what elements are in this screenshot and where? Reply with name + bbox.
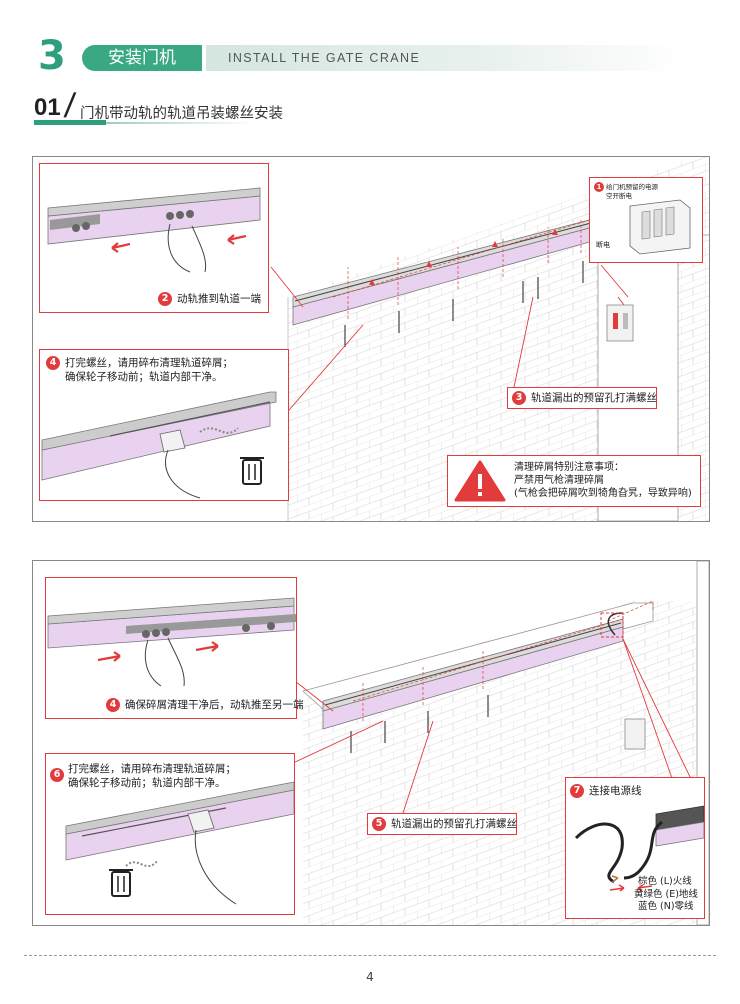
section-title-cn: 安装门机 — [82, 45, 202, 71]
step-underline-fade — [106, 122, 256, 124]
step-badge: 3 — [512, 391, 526, 405]
step-underline — [34, 120, 106, 125]
power-off-switch-label: 断电 — [596, 241, 610, 249]
warning-line2: (气枪会把碎屑吹到犄角旮旯，导致异响) — [514, 488, 692, 499]
wire-neutral-label: 蓝色 (N)零线 — [638, 901, 694, 912]
step-badge: 7 — [570, 784, 584, 798]
step-badge: 6 — [50, 768, 64, 782]
step-badge: 5 — [372, 817, 386, 831]
rail-closeup-illustration — [47, 187, 261, 273]
callout-clean-rail-bottom: 6 打完螺丝，请用碎布清理轨道碎屑； 确保轮子移动前；轨道内部干净。 — [45, 753, 295, 915]
step-title: 门机带动轨的轨道吊装螺丝安装 — [80, 106, 283, 122]
wire-live-label: 棕色 (L)火线 — [638, 876, 692, 887]
footer-divider — [24, 955, 716, 956]
warning-title: 清理碎屑特别注意事项： — [514, 462, 624, 473]
callout-clean-label: 6 — [50, 762, 69, 782]
step-number: 01 — [34, 94, 61, 121]
step-badge: 4 — [46, 356, 60, 370]
wire-connection-illustration — [574, 805, 704, 892]
section-number: 3 — [38, 33, 66, 79]
section-title-band — [206, 45, 686, 71]
section-title-en: INSTALL THE GATE CRANE — [228, 51, 421, 65]
warning-icon — [454, 460, 506, 502]
rail-closeup-illustration — [47, 597, 296, 687]
cleaning-illustration — [65, 781, 294, 905]
callout-clean-line1: 打完螺丝，请用碎布清理轨道碎屑； — [68, 763, 236, 775]
callout-clean-line2: 确保轮子移动前；轨道内部干净。 — [68, 777, 226, 789]
warning-line1: 严禁用气枪清理碎屑 — [514, 475, 604, 486]
power-off-line2: 空开断电 — [606, 192, 632, 200]
warning-notice: 清理碎屑特别注意事项： 严禁用气枪清理碎屑 (气枪会把碎屑吹到犄角旮旯，导致异响… — [447, 455, 701, 507]
step-badge: 4 — [106, 698, 120, 712]
step-badge: 1 — [594, 182, 604, 192]
wire-earth-label: 黄绿色 (E)地线 — [634, 888, 698, 900]
breaker-illustration — [629, 199, 691, 255]
step-badge: 2 — [158, 292, 172, 306]
trash-icon — [109, 869, 133, 897]
page-number: 4 — [366, 970, 374, 984]
callout-clean-line2: 确保轮子移动前；轨道内部干净。 — [65, 371, 223, 383]
step-slash: / — [62, 87, 78, 125]
trash-icon — [240, 457, 264, 485]
cleaning-illustration — [41, 391, 277, 499]
